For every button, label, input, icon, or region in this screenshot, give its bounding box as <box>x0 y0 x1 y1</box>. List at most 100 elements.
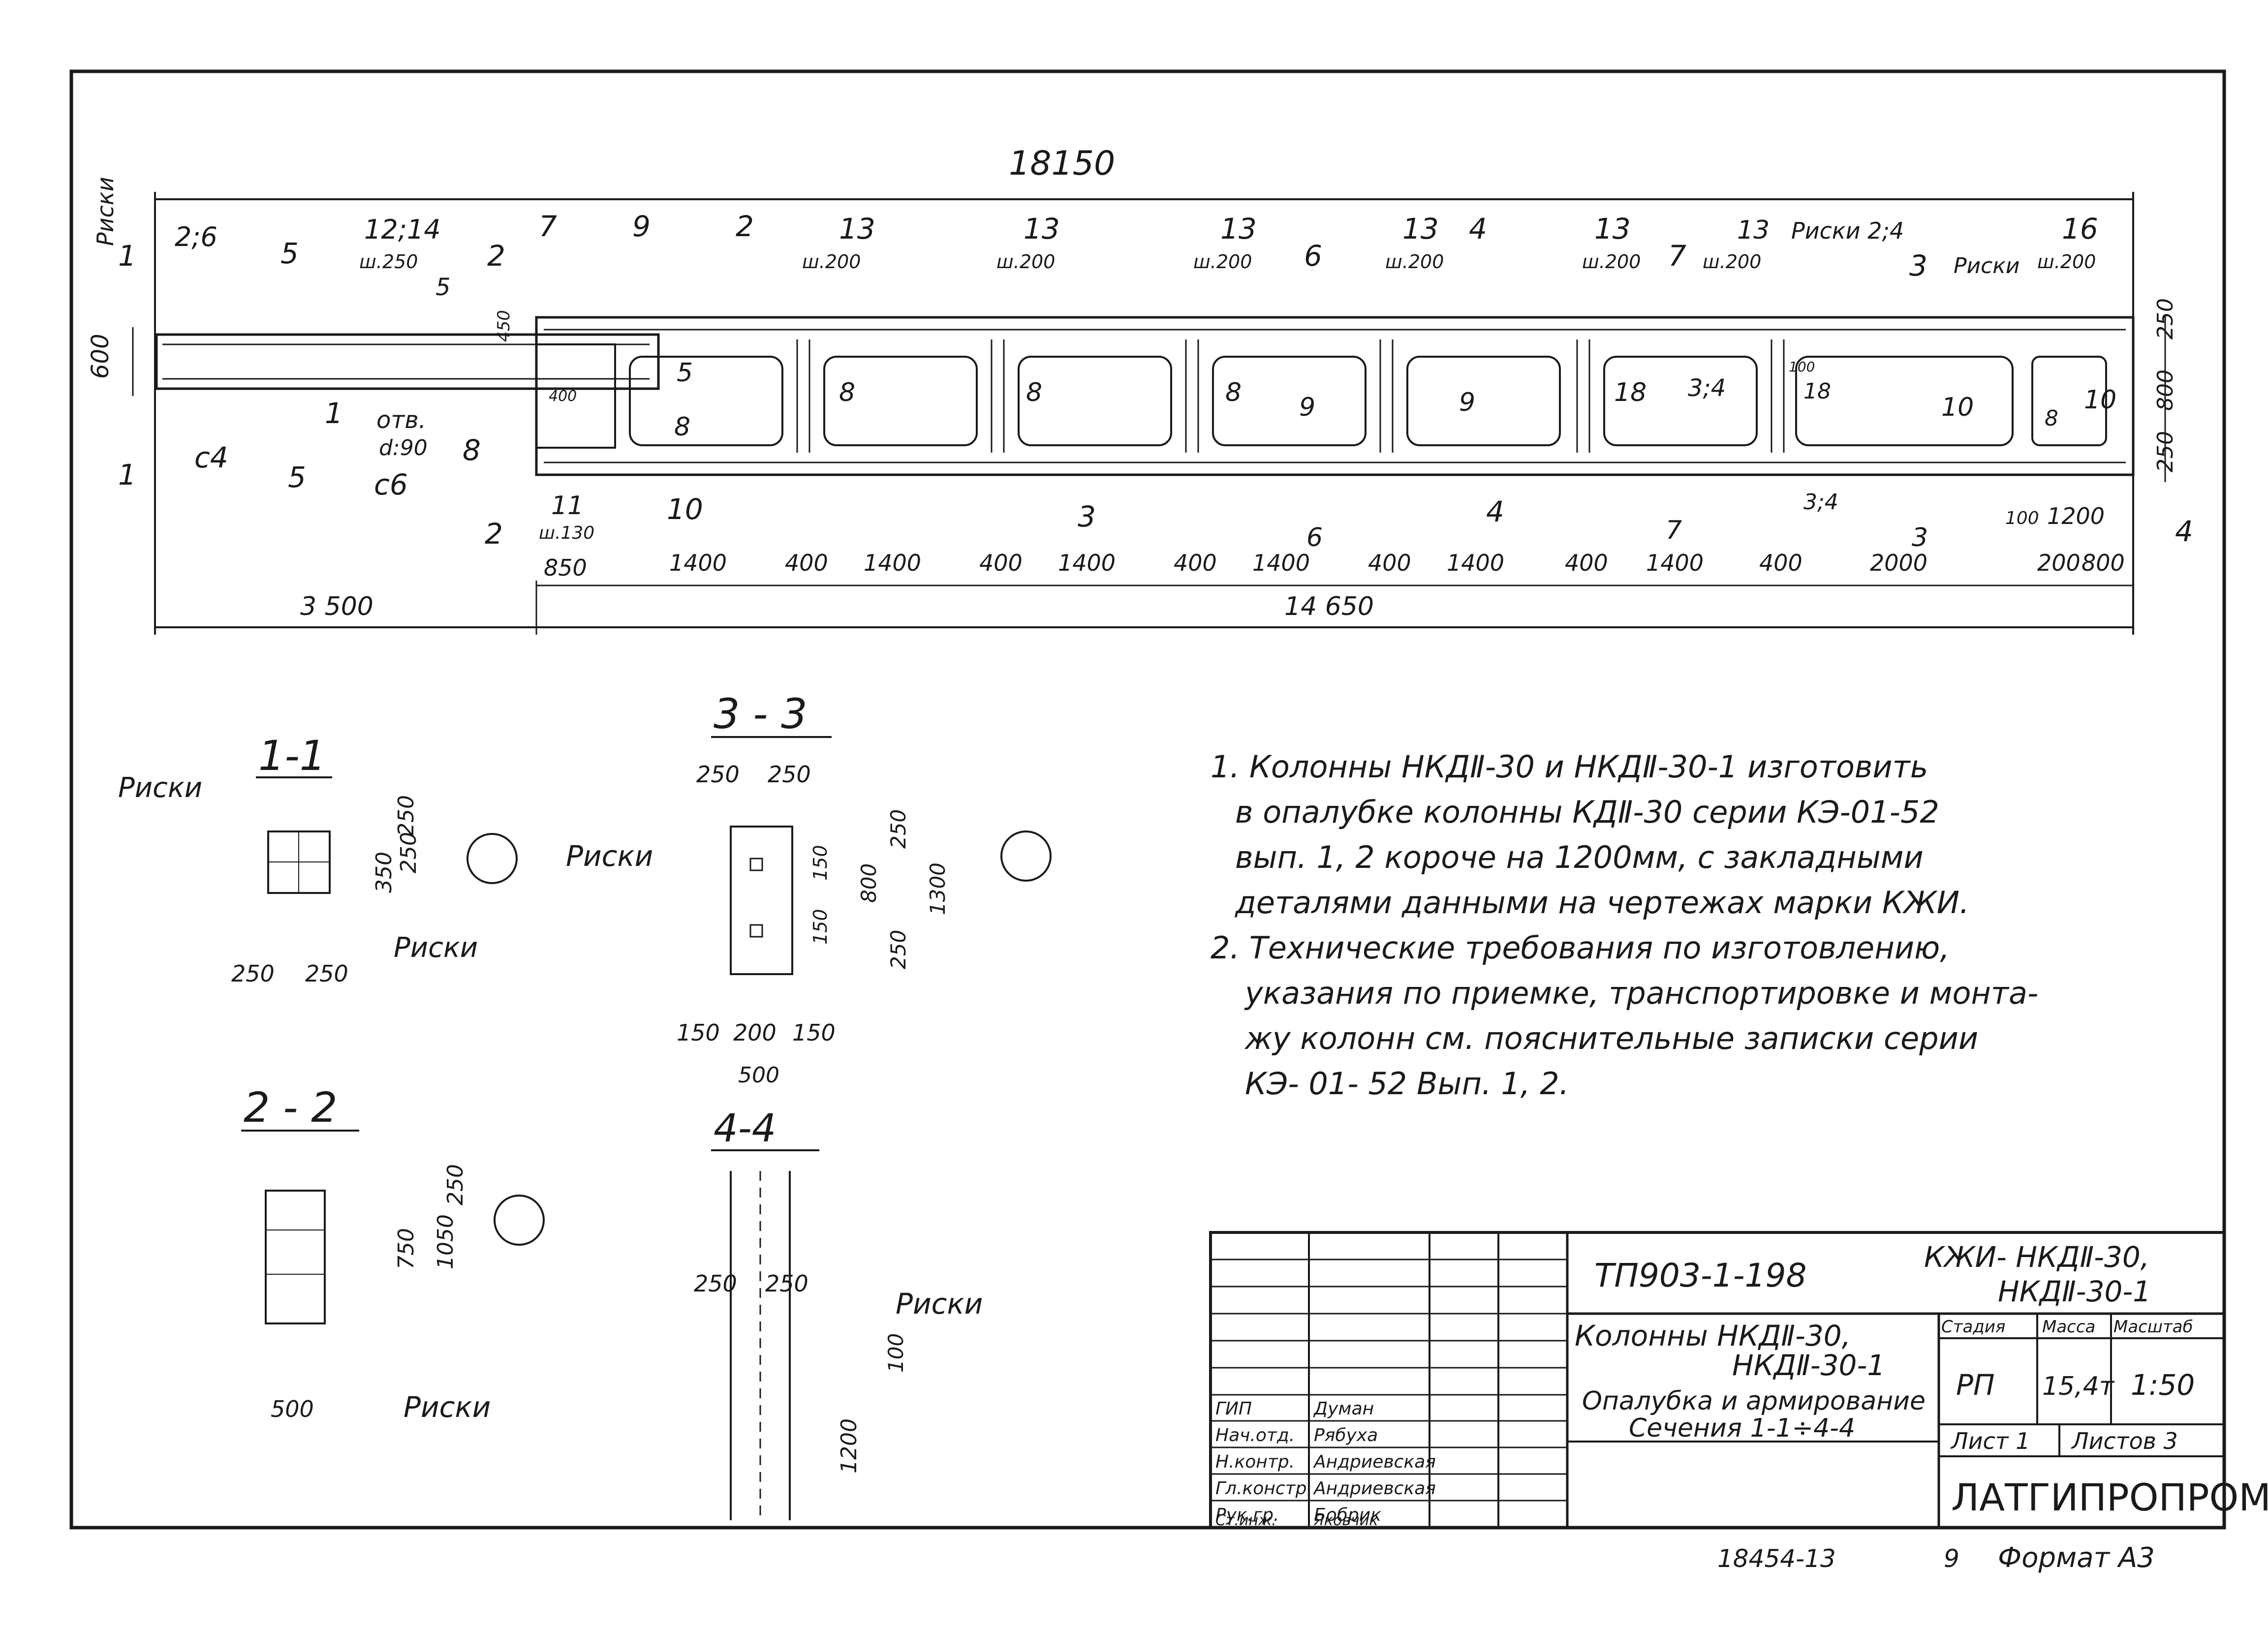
riski-label: Риски <box>404 1390 491 1424</box>
riski-label: Риски <box>566 839 653 873</box>
dim-200: 200 <box>2037 550 2081 576</box>
dim-1400: 1400 <box>1058 550 1116 576</box>
callout-13: 13 <box>1024 212 1060 246</box>
dim-250: 250 <box>886 809 910 849</box>
d90-label: d:90 <box>379 435 428 461</box>
staff-role: Рук.гр. <box>1215 1505 1279 1525</box>
column-shaft <box>535 316 2135 476</box>
callout-8: 8 <box>674 412 690 442</box>
callout-3-4: 3;4 <box>1803 490 1838 515</box>
dim-250: 250 <box>396 832 421 873</box>
callout-6: 6 <box>1304 239 1322 273</box>
dim-1050: 1050 <box>433 1214 458 1269</box>
callout-5: 5 <box>288 461 306 494</box>
dim-150: 150 <box>792 1019 836 1046</box>
staff-name: Рябуха <box>1314 1425 1378 1445</box>
dim-250: 250 <box>231 960 275 987</box>
sheet-frame <box>69 69 2226 1530</box>
dim-100-label: 100 <box>2005 508 2039 528</box>
dim-400: 400 <box>1174 550 1217 576</box>
callout-sh200: ш.200 <box>1582 251 1641 273</box>
callout-7: 7 <box>1668 239 1686 273</box>
dim-100-small-label: 100 <box>1789 359 1815 375</box>
callout-3: 3 <box>1909 249 1927 282</box>
dim-100: 100 <box>884 1333 908 1373</box>
dim-350: 350 <box>372 852 397 893</box>
window <box>1212 356 1367 446</box>
general-notes: 1. Колонны НКДⅡ-30 и НКДⅡ-30-1 изготовит… <box>1211 749 2038 1102</box>
sheet-label: Лист 1 <box>1950 1428 2030 1454</box>
callout-18: 18 <box>1614 378 1647 407</box>
column-head <box>155 333 660 390</box>
note-line: 2. Технические требования по изготовлени… <box>1211 930 1950 966</box>
section-3-3-rect <box>730 826 793 975</box>
dim-800: 800 <box>857 863 881 903</box>
section-2-2-title: 2 - 2 <box>244 1083 338 1132</box>
opening-box <box>535 343 616 449</box>
staff-name: Яковчик <box>1313 1512 1378 1529</box>
callout-sh130: ш.130 <box>539 523 594 543</box>
dim-400: 400 <box>1565 550 1608 576</box>
callout-8: 8 <box>839 378 855 407</box>
section-4-4: 4-4 250 250 Риски 100 1200 <box>694 1106 983 1520</box>
dim-1300: 1300 <box>926 862 950 915</box>
dim-500: 500 <box>271 1396 314 1422</box>
section-marker-circle <box>1000 830 1052 882</box>
callout-7: 7 <box>539 210 557 243</box>
staff-role: Ст.инж. <box>1215 1512 1276 1529</box>
dim-1400: 1400 <box>864 550 921 576</box>
dim-1200: 1200 <box>837 1418 862 1474</box>
dim-400: 400 <box>785 550 828 576</box>
dim-250: 250 <box>765 1270 808 1297</box>
callout-12-14: 12;14 <box>364 214 441 245</box>
section-4-4-title: 4-4 <box>714 1106 776 1151</box>
dim-800: 800 <box>2082 550 2125 576</box>
staff-role: Нач.отд. <box>1215 1425 1295 1445</box>
callout-4: 4 <box>1469 212 1487 246</box>
dim-150: 150 <box>809 909 831 945</box>
callout-sh200: ш.200 <box>1703 251 1761 273</box>
bottom-dims: 850 1400 400 1400 400 1400 400 1400 400 … <box>544 550 2125 581</box>
staff-name: Андриевская <box>1313 1452 1436 1472</box>
section-marker-circle <box>466 833 518 884</box>
name-line2: НКДⅡ-30-1 <box>1732 1349 1885 1382</box>
callout-13: 13 <box>1220 212 1257 246</box>
callout-9: 9 <box>1299 393 1315 422</box>
callout-8: 8 <box>463 433 481 467</box>
footer: 18454-13 9 Формат А3 <box>1717 1542 2155 1574</box>
callout-13: 13 <box>1594 212 1631 246</box>
note-line: указания по приемке, транспортировке и м… <box>1244 975 2038 1011</box>
callout-16: 16 <box>2062 212 2098 246</box>
callout-7: 7 <box>1666 516 1682 545</box>
dim-400: 400 <box>1368 550 1411 576</box>
riski-label: Риски <box>118 772 202 804</box>
callout-1: 1 <box>118 239 136 273</box>
callout-10: 10 <box>667 492 703 526</box>
mark-line2: НКДⅡ-30-1 <box>1998 1275 2151 1308</box>
dim-250: 250 <box>886 930 910 969</box>
dim-250: 250 <box>394 795 419 836</box>
name-line3: Опалубка и армирование <box>1582 1386 1926 1416</box>
staff-name: Бобрик <box>1314 1505 1381 1525</box>
callout-5: 5 <box>280 237 299 270</box>
callout-1: 1 <box>325 397 343 430</box>
title-block: ТП903-1-198 КЖИ- НКДⅡ-30, НКДⅡ-30-1 Коло… <box>1209 1231 2268 1529</box>
dim-400: 400 <box>1759 550 1802 576</box>
window <box>823 356 978 446</box>
staff-role: Гл.констр. <box>1215 1478 1312 1499</box>
overall-length-label: 18150 <box>1009 144 1115 183</box>
posts <box>796 339 1785 453</box>
mark-line1: КЖИ- НКДⅡ-30, <box>1924 1240 2149 1274</box>
callout-9: 9 <box>1459 388 1475 417</box>
note-line: вып. 1, 2 короче на 1200мм, с закладными <box>1235 839 1924 875</box>
window <box>1795 356 2014 446</box>
callout-4: 4 <box>1486 495 1504 528</box>
window <box>1603 356 1758 446</box>
name-line1: Колонны НКДⅡ-30, <box>1575 1319 1851 1352</box>
callout-5: 5 <box>435 274 451 301</box>
callout-2-6: 2;6 <box>175 221 217 252</box>
footer-page: 9 <box>1944 1544 1959 1573</box>
scale-value: 1:50 <box>2131 1368 2195 1402</box>
stage-label: Стадия <box>1941 1317 2005 1337</box>
